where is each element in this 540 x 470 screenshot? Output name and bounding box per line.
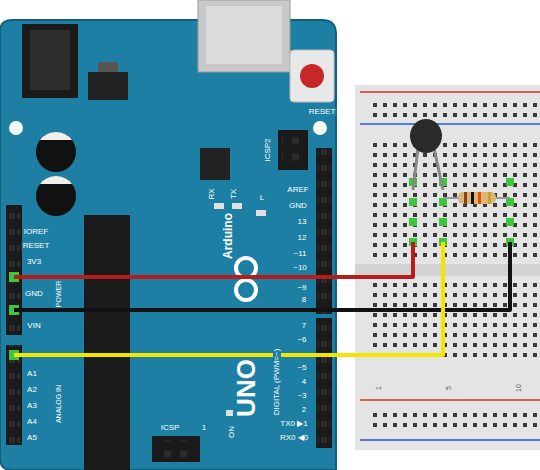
- pin-label: RX0 ◀0: [279, 434, 309, 442]
- pin-label: 12: [297, 234, 308, 242]
- pin-label: 13: [297, 218, 308, 226]
- pin-label: IOREF: [23, 228, 49, 236]
- pin-label: 3V3: [26, 258, 42, 266]
- pin-label: TX0 ▶1: [279, 420, 308, 428]
- column-number: 1: [375, 385, 382, 391]
- led-label: ON: [228, 425, 236, 439]
- pin-label: ~6: [296, 336, 307, 344]
- section-label: ANALOG IN: [55, 384, 62, 424]
- pin-label: A4: [26, 418, 38, 426]
- jumper-wires: [14, 242, 510, 355]
- pin-label: GND: [24, 290, 44, 298]
- pin-label: AREF: [286, 186, 309, 194]
- brand-label: Arduino: [222, 212, 234, 260]
- led-label: L: [259, 194, 265, 202]
- pin-label: VIN: [26, 322, 41, 330]
- led-label: TX: [230, 188, 238, 200]
- button-label: RESET: [308, 108, 337, 116]
- header-label: ICSP: [160, 424, 181, 432]
- breadboard: [355, 85, 540, 450]
- pin-label: ~9: [296, 284, 307, 292]
- resistor-symbol: [443, 192, 510, 204]
- pin-number: 1: [201, 424, 207, 432]
- header-label: ICSP2: [264, 137, 272, 162]
- model-label: UNO: [233, 358, 259, 418]
- thermistor: [410, 119, 443, 190]
- section-label: DIGITAL (PWM=~): [273, 348, 281, 417]
- led-label: RX: [208, 187, 216, 200]
- pin-label: A5: [26, 434, 38, 442]
- arduino-board: [0, 0, 336, 470]
- pin-label: ~5: [296, 364, 307, 372]
- pin-label: RESET: [22, 242, 51, 250]
- pin-label: 7: [301, 322, 307, 330]
- column-number: 10: [515, 383, 522, 393]
- pin-label: ~3: [296, 392, 307, 400]
- pin-label: 8: [301, 296, 307, 304]
- pin-label: ~10: [292, 264, 308, 272]
- pin-label: 2: [301, 406, 307, 414]
- pin-label: ~11: [293, 250, 308, 258]
- pin-label: 4: [301, 378, 307, 386]
- column-number: 5: [445, 385, 452, 391]
- pin-label: A2: [26, 386, 38, 394]
- section-label: POWER: [55, 280, 62, 308]
- pin-label: GND: [288, 202, 308, 210]
- pin-label: A1: [26, 370, 38, 378]
- pin-label: A3: [26, 402, 38, 410]
